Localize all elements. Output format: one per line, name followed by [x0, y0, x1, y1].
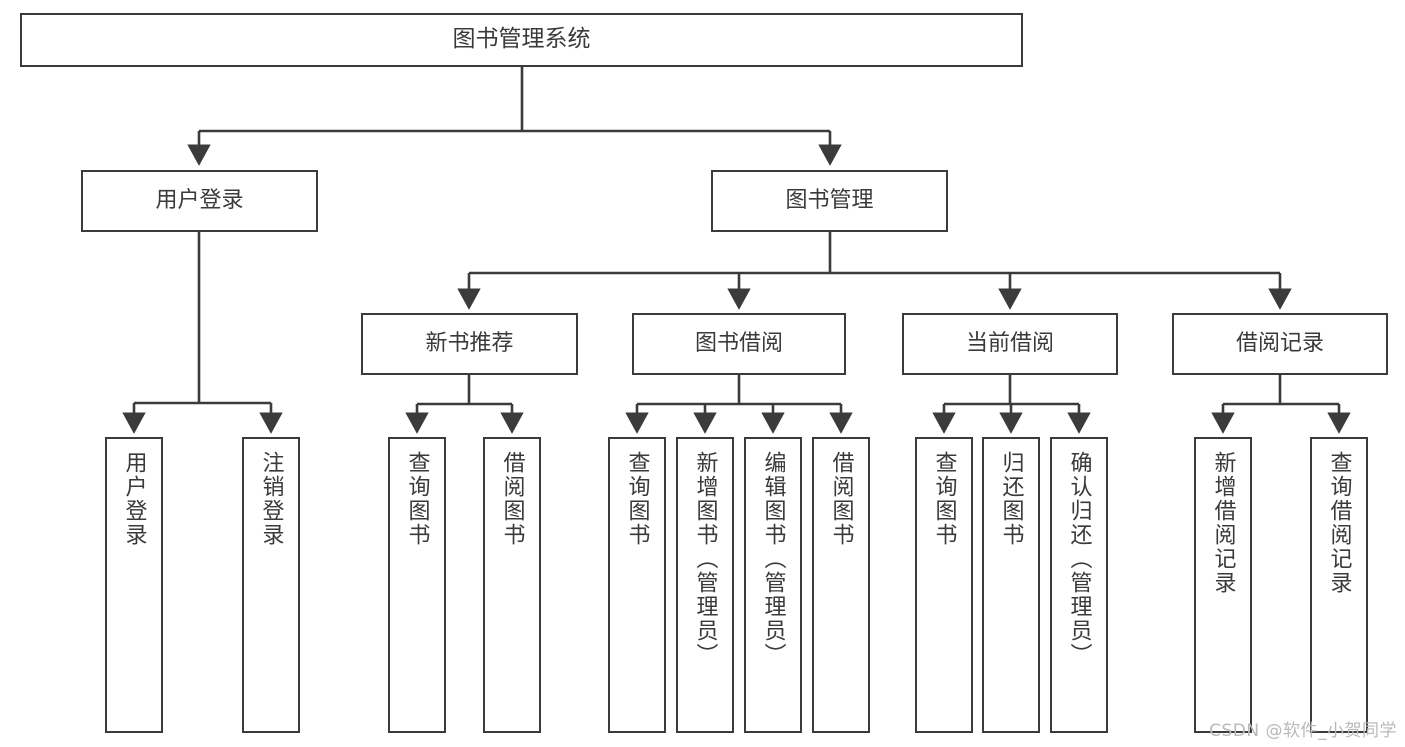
node-root[interactable]: 图书管理系统	[20, 13, 1023, 67]
node-current-borrow-label: 当前借阅	[965, 330, 1054, 356]
leaf-book-borrow-query[interactable]: 查询图书	[608, 437, 666, 733]
leaf-new-book-query[interactable]: 查询图书	[388, 437, 446, 733]
leaf-book-borrow-borrow[interactable]: 借阅图书	[812, 437, 870, 733]
leaf-current-borrow-return-label: 归还图书	[998, 451, 1024, 547]
leaf-borrow-record-add[interactable]: 新增借阅记录	[1194, 437, 1252, 733]
node-book-management-label: 图书管理	[785, 187, 874, 213]
leaf-book-borrow-query-label: 查询图书	[624, 451, 650, 547]
node-borrow-record-label: 借阅记录	[1235, 330, 1324, 356]
node-root-label: 图书管理系统	[452, 26, 591, 53]
leaf-current-borrow-query-label: 查询图书	[931, 451, 957, 547]
leaf-borrow-record-add-label: 新增借阅记录	[1210, 451, 1236, 595]
leaf-book-borrow-add-label: 新增图书（管理员）	[692, 451, 718, 667]
node-book-management[interactable]: 图书管理	[711, 170, 948, 232]
node-book-borrow-label: 图书借阅	[694, 330, 783, 356]
csdn-watermark: CSDN @软件_小贺同学	[1209, 721, 1397, 741]
leaf-user-login-signin-label: 用户登录	[121, 451, 147, 547]
node-new-book-recommend-label: 新书推荐	[425, 330, 514, 356]
leaf-book-borrow-edit-label: 编辑图书（管理员）	[760, 451, 786, 667]
node-user-login[interactable]: 用户登录	[81, 170, 318, 232]
node-new-book-recommend[interactable]: 新书推荐	[361, 313, 578, 375]
leaf-new-book-query-label: 查询图书	[404, 451, 430, 547]
leaf-user-login-signout[interactable]: 注销登录	[242, 437, 300, 733]
node-current-borrow[interactable]: 当前借阅	[902, 313, 1118, 375]
leaf-user-login-signout-label: 注销登录	[258, 451, 284, 547]
leaf-book-borrow-add[interactable]: 新增图书（管理员）	[676, 437, 734, 733]
leaf-borrow-record-query-label: 查询借阅记录	[1326, 451, 1352, 595]
leaf-user-login-signin[interactable]: 用户登录	[105, 437, 163, 733]
leaf-current-borrow-return[interactable]: 归还图书	[982, 437, 1040, 733]
leaf-current-borrow-confirm[interactable]: 确认归还（管理员）	[1050, 437, 1108, 733]
leaf-current-borrow-confirm-label: 确认归还（管理员）	[1066, 451, 1092, 667]
leaf-borrow-record-query[interactable]: 查询借阅记录	[1310, 437, 1368, 733]
leaf-book-borrow-edit[interactable]: 编辑图书（管理员）	[744, 437, 802, 733]
node-user-login-label: 用户登录	[155, 187, 244, 213]
leaf-current-borrow-query[interactable]: 查询图书	[915, 437, 973, 733]
leaf-book-borrow-borrow-label: 借阅图书	[828, 451, 854, 547]
leaf-new-book-borrow[interactable]: 借阅图书	[483, 437, 541, 733]
node-borrow-record[interactable]: 借阅记录	[1172, 313, 1388, 375]
leaf-new-book-borrow-label: 借阅图书	[499, 451, 525, 547]
node-book-borrow[interactable]: 图书借阅	[632, 313, 846, 375]
